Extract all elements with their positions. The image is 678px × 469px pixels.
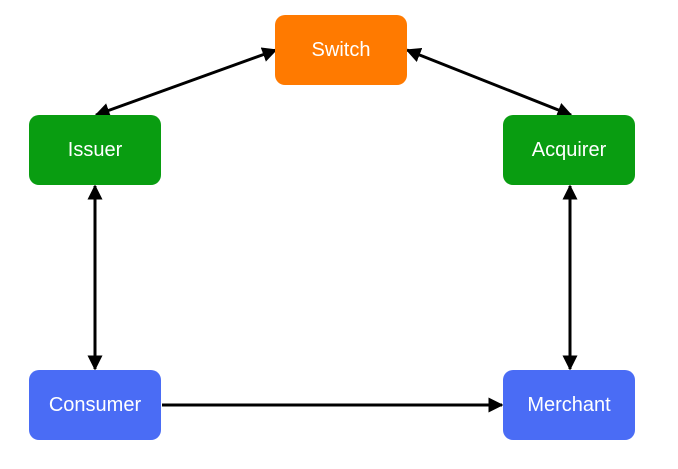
switch-label: Switch <box>311 38 371 61</box>
merchant-node: Merchant <box>503 370 635 440</box>
consumer-node: Consumer <box>29 370 161 440</box>
merchant-label: Merchant <box>527 393 611 416</box>
edge-switch-acquirer <box>405 48 573 117</box>
issuer-node: Issuer <box>29 115 161 185</box>
consumer-label: Consumer <box>48 393 142 416</box>
acquirer-label: Acquirer <box>531 138 607 161</box>
issuer-label: Issuer <box>67 138 123 161</box>
switch-node: Switch <box>275 15 407 85</box>
acquirer-node: Acquirer <box>503 115 635 185</box>
edge-switch-issuer <box>94 47 278 118</box>
